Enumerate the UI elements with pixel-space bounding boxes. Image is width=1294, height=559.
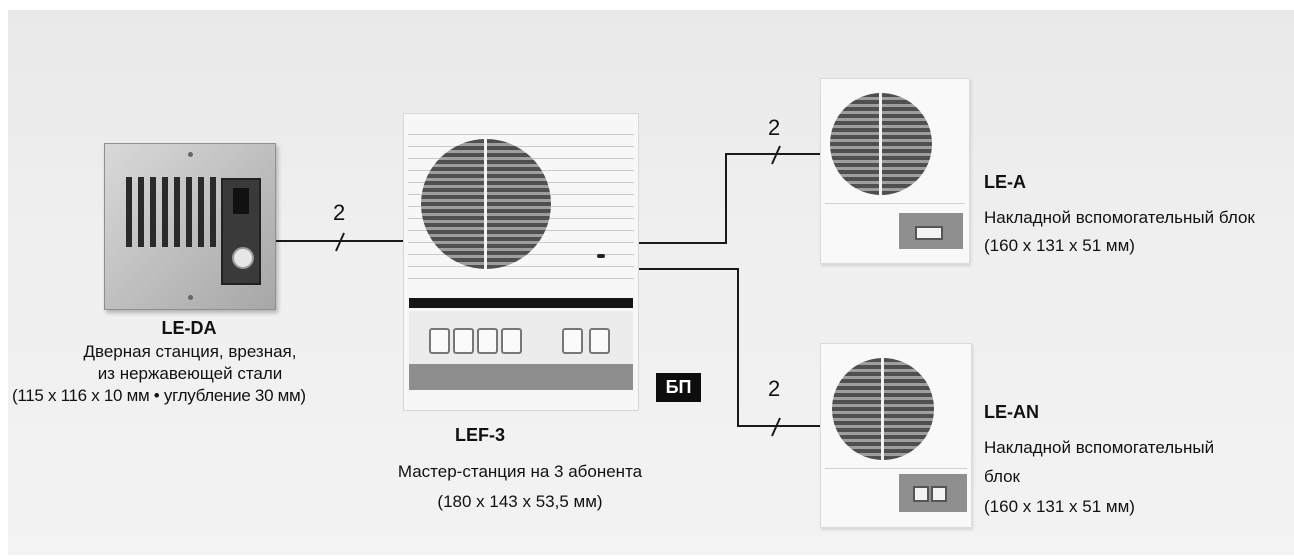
wire-slash-3 <box>771 417 781 437</box>
camera-lens-icon <box>233 188 249 214</box>
wire-count-le-an: 2 <box>768 376 781 401</box>
camera-module <box>221 178 261 285</box>
le-da-desc-2: из нержавеющей стали <box>97 364 283 383</box>
le-an-desc-2: блок <box>984 467 1020 486</box>
wire-master-to-le-a <box>637 153 820 244</box>
lef3-model: LEF-3 <box>455 425 506 445</box>
master-station-icon <box>403 113 639 411</box>
le-a-desc-1: Накладной вспомогательный блок <box>984 208 1255 227</box>
button-panel <box>899 213 963 249</box>
sub-station-icon <box>820 343 972 528</box>
le-a-desc-2: (160 x 131 x 51 мм) <box>984 236 1135 255</box>
lef3-desc-1: Мастер-станция на 3 абонента <box>397 462 643 481</box>
le-an-desc-3: (160 x 131 x 51 мм) <box>984 497 1135 516</box>
wire-slash-2 <box>771 145 781 165</box>
wire-slash-1 <box>335 232 345 252</box>
wire-master-to-le-an <box>637 268 820 427</box>
door-station-icon <box>104 143 276 310</box>
le-an-model: LE-AN <box>984 402 1039 422</box>
le-da-desc-1: Дверная станция, врезная, <box>83 342 297 361</box>
le-da-model: LE-DA <box>161 318 217 338</box>
lef3-desc-2: (180 x 143 x 53,5 мм) <box>437 492 603 511</box>
status-led <box>597 254 605 258</box>
le-an-desc-1: Накладной вспомогательный <box>984 438 1215 457</box>
button-panel <box>899 474 967 512</box>
sub-station-icon <box>820 78 970 264</box>
keypad <box>409 311 633 365</box>
speaker-grille <box>832 358 934 460</box>
speaker-grille <box>830 93 932 195</box>
wire-count-le-a: 2 <box>768 115 781 140</box>
le-a-model: LE-A <box>984 172 1026 192</box>
call-button <box>232 247 254 269</box>
wire-count-door-master: 2 <box>333 200 346 225</box>
speaker-grille <box>421 139 551 269</box>
le-da-desc-3: (115 x 116 x 10 мм • углубление 30 мм) <box>12 386 306 405</box>
power-supply-badge: БП <box>656 373 701 402</box>
